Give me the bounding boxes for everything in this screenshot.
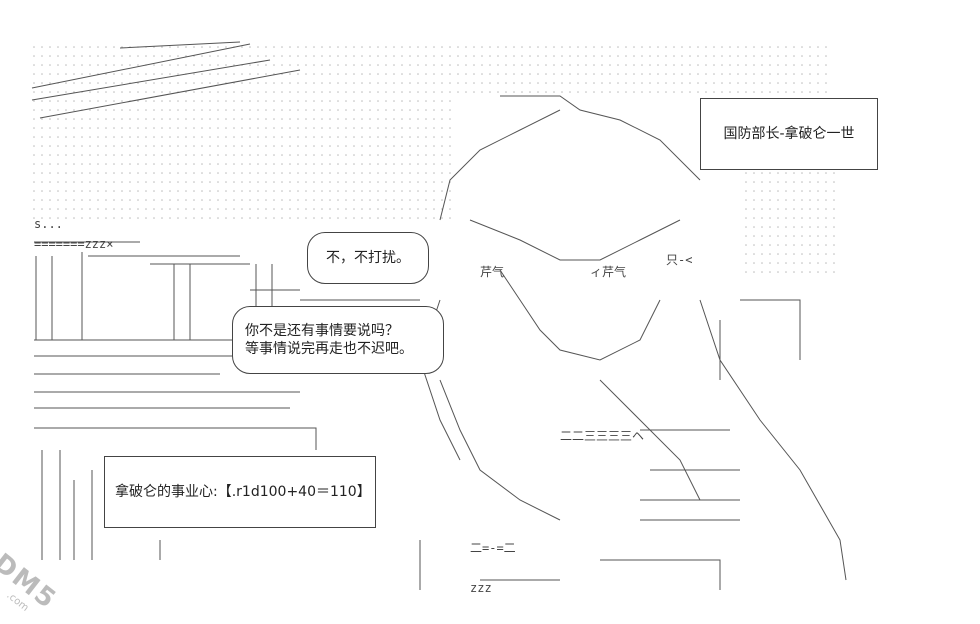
speed-lines [31,41,301,119]
speech-bubble-2: 你不是还有事情要说吗？ 等事情说完再走也不迟吧。 [232,306,444,374]
dot-tone-right [740,170,840,280]
ascii-fragment: s... [34,217,63,231]
ascii-fragment: 二二三三三三ヘ [560,429,644,443]
building-left [34,241,320,560]
speech-2-line-1: 你不是还有事情要说吗？ [245,323,399,339]
ascii-fragment: =======zzz× [34,237,113,251]
ascii-fragment: 二=-=二 [470,541,516,555]
dot-tone-top [32,40,832,100]
face-outline [469,219,681,361]
ascii-fragment: 只-< [666,253,692,267]
ascii-fragment: 芹气 [480,264,504,279]
character-title-box: 国防部长-拿破仑一世 [700,98,878,170]
coat-lines [419,429,740,590]
ascii-fragment: ィ芹气 [590,264,626,279]
ascii-fragment: zzz [470,581,492,595]
speech-1-text: 不，不打扰。 [326,250,410,266]
dice-roll-text: 拿破仑的事业心:【.r1d100+40＝110】 [115,484,371,500]
body-outline [439,299,847,581]
building-roof [88,255,420,301]
dot-tone-left [32,100,452,220]
dice-roll-box: 拿破仑的事业心:【.r1d100+40＝110】 [104,456,376,528]
speech-2-line-2: 等事情说完再走也不迟吧。 [245,341,413,357]
character-title: 国防部长-拿破仑一世 [723,126,855,142]
speech-bubble-1: 不，不打扰。 [307,232,429,284]
hat-outline [439,95,701,221]
